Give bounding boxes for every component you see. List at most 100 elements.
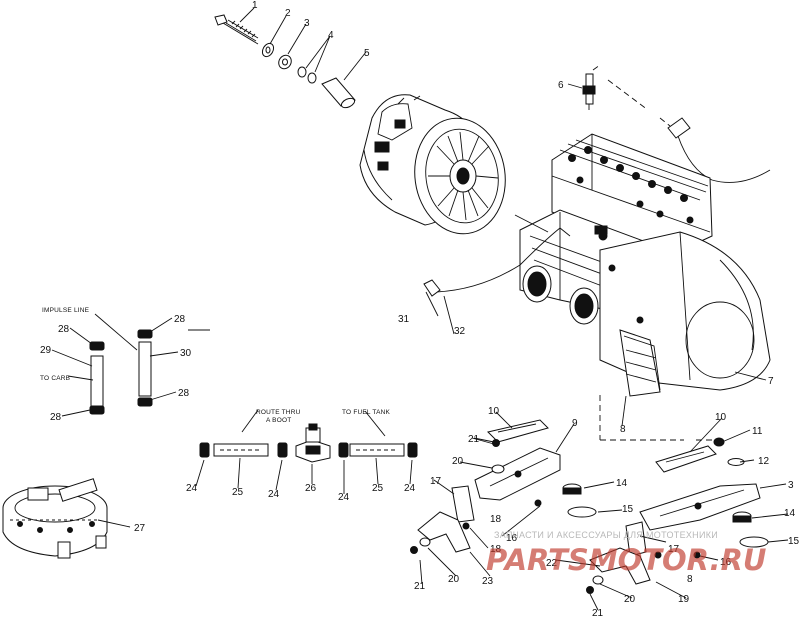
part-30-hose <box>138 341 152 397</box>
part-25-fuel-hose-right <box>349 443 405 457</box>
part-27-fuel-pump <box>2 478 108 559</box>
callout-28-c: 28 <box>174 314 186 325</box>
part-32-impulse-hose <box>435 227 571 293</box>
part-9-bracket <box>474 447 561 501</box>
callout-14-left: 14 <box>616 478 628 489</box>
part-5-spacer <box>321 77 356 109</box>
callout-22: 22 <box>546 558 558 569</box>
part-10-bracket-left <box>487 419 549 443</box>
part-11-12-13-washers <box>419 437 745 585</box>
callout-7: 7 <box>768 376 774 387</box>
callout-5: 5 <box>364 48 370 59</box>
callout-18-upper: 18 <box>490 514 502 525</box>
callout-27: 27 <box>134 523 146 534</box>
callout-10-right: 10 <box>715 412 727 423</box>
part-17-brackets <box>451 485 647 557</box>
callout-24-c: 24 <box>338 492 350 503</box>
callout-8-upper: 8 <box>620 424 626 435</box>
part-26-fuel-valve <box>295 423 331 463</box>
part-1-bolt <box>214 14 259 45</box>
leaders-mount-hardware <box>419 437 719 611</box>
callout-leaders <box>188 7 789 543</box>
callout-25-right: 25 <box>372 483 384 494</box>
watermark-brand: PARTSMOTOR.RU <box>486 543 766 577</box>
part-31-clamp <box>423 279 441 297</box>
callout-6: 6 <box>558 80 564 91</box>
callout-18-lower: 18 <box>490 544 502 555</box>
callout-24-a: 24 <box>186 483 198 494</box>
part-14-rubber-mounts <box>562 483 752 523</box>
part-24-clamps <box>199 442 418 458</box>
callout-3-right: 3 <box>788 480 794 491</box>
leaders-28-30 <box>51 317 179 417</box>
leaders-24-26 <box>195 457 413 494</box>
callout-15-left: 15 <box>622 504 634 515</box>
callout-3: 3 <box>304 18 310 29</box>
part-6-spark-plug <box>582 73 596 110</box>
callout-31: 31 <box>398 314 410 325</box>
callout-20-mid: 20 <box>448 574 460 585</box>
callout-10-left: 10 <box>488 406 500 417</box>
part-drive-clutch <box>359 94 506 235</box>
callout-11: 11 <box>752 426 763 437</box>
callout-32: 32 <box>454 326 466 337</box>
part-29-hose <box>90 355 104 409</box>
part-7-engine <box>519 133 771 397</box>
note-impulse-line: IMPULSE LINE <box>42 307 90 314</box>
callout-26: 26 <box>305 483 317 494</box>
callout-8-lower: 8 <box>687 574 693 585</box>
leader-intake <box>514 214 549 233</box>
callout-29: 29 <box>40 345 52 356</box>
part-3-bracket-right <box>639 483 761 531</box>
callout-23: 23 <box>482 576 494 587</box>
callout-9: 9 <box>572 418 578 429</box>
callout-24-b: 24 <box>268 489 280 500</box>
part-2-washer <box>261 42 275 58</box>
callout-21-mid: 21 <box>414 581 426 592</box>
callout-19: 19 <box>678 594 690 605</box>
part-15-plates <box>567 506 769 548</box>
callout-25-left: 25 <box>232 487 244 498</box>
callout-2: 2 <box>285 8 291 19</box>
mount-alignment-dashed <box>599 395 716 441</box>
watermark-tagline: ЗАПЧАСТИ И АКСЕССУАРЫ ДЛЯ МОТОТЕХНИКИ <box>494 530 718 540</box>
callout-28-d: 28 <box>178 388 190 399</box>
plug-wire-dashed <box>592 64 671 127</box>
callout-20-lower: 20 <box>624 594 636 605</box>
leader-27 <box>97 519 131 528</box>
callout-28-b: 28 <box>50 412 62 423</box>
head-nuts <box>568 146 694 224</box>
callout-24-d: 24 <box>404 483 416 494</box>
callout-17-left: 17 <box>430 476 442 487</box>
callout-30: 30 <box>180 348 192 359</box>
part-22-23-lower-brackets <box>417 511 651 585</box>
leader-to-carb <box>67 375 94 381</box>
callout-21-upper: 21 <box>468 434 480 445</box>
callout-1: 1 <box>252 0 258 11</box>
note-to-fuel-tank: TO FUEL TANK <box>342 409 390 416</box>
leader-to-fuel-tank <box>364 410 386 437</box>
callout-15-right: 15 <box>788 536 800 547</box>
note-route-thru-1: ROUTE THRU <box>256 409 301 416</box>
part-10-bracket-right <box>655 445 717 473</box>
part-3-washer <box>278 54 292 70</box>
callout-28-a: 28 <box>58 324 70 335</box>
callout-16-right: 16 <box>720 557 732 568</box>
part-4-washers <box>297 66 317 84</box>
part-25-fuel-hose-left <box>213 443 269 457</box>
note-route-thru-2: A BOOT <box>266 417 291 424</box>
part-28-clamps <box>89 329 153 415</box>
callout-16-left: 16 <box>506 533 518 544</box>
leader-route-thru <box>241 409 259 433</box>
callout-17-right: 17 <box>668 544 680 555</box>
callout-12: 12 <box>758 456 770 467</box>
plug-boot-wire <box>667 117 771 183</box>
leader-impulse-line <box>94 313 138 351</box>
note-to-carb: TO CARB <box>40 375 70 382</box>
part-16-18-21-hardware <box>410 439 701 594</box>
callout-4: 4 <box>328 30 334 41</box>
callout-21-lower: 21 <box>592 608 604 619</box>
callout-20-upper: 20 <box>452 456 464 467</box>
